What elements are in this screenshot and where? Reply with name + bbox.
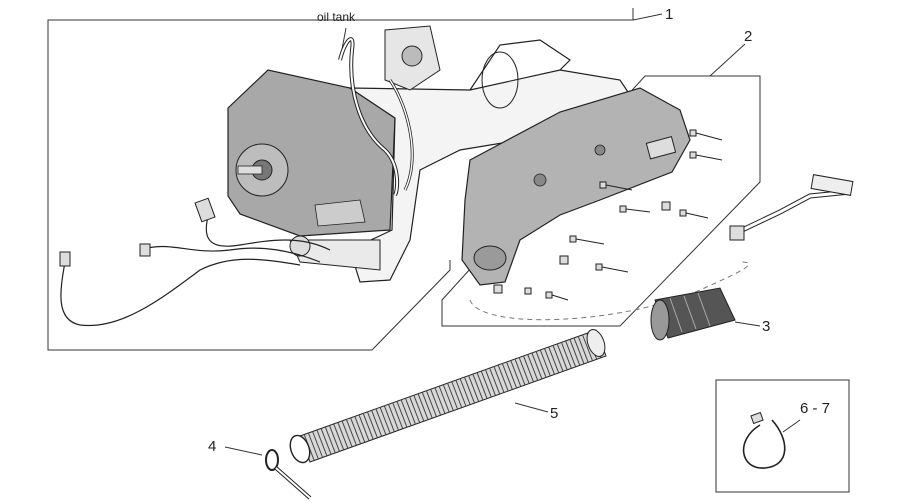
intake-sleeve <box>650 287 736 341</box>
transmission-cover <box>461 87 691 286</box>
kickstart-lever <box>736 189 851 235</box>
spring-clip <box>742 411 786 469</box>
cover-bolts <box>493 129 723 301</box>
flexible-duct <box>289 329 607 464</box>
callout-5: 5 <box>550 405 559 422</box>
callout-2: 2 <box>744 28 753 45</box>
wiring-harness <box>205 209 331 251</box>
hose-clamp <box>265 449 312 500</box>
callout-1: 1 <box>665 6 674 23</box>
clip-group-outline <box>715 379 850 493</box>
callout-4: 4 <box>208 438 217 455</box>
callout-3: 3 <box>762 318 771 335</box>
callout-6-7: 6 - 7 <box>800 400 831 417</box>
oil-tank-annotation: oil tank <box>317 10 356 24</box>
cover-group-outline <box>441 75 761 327</box>
